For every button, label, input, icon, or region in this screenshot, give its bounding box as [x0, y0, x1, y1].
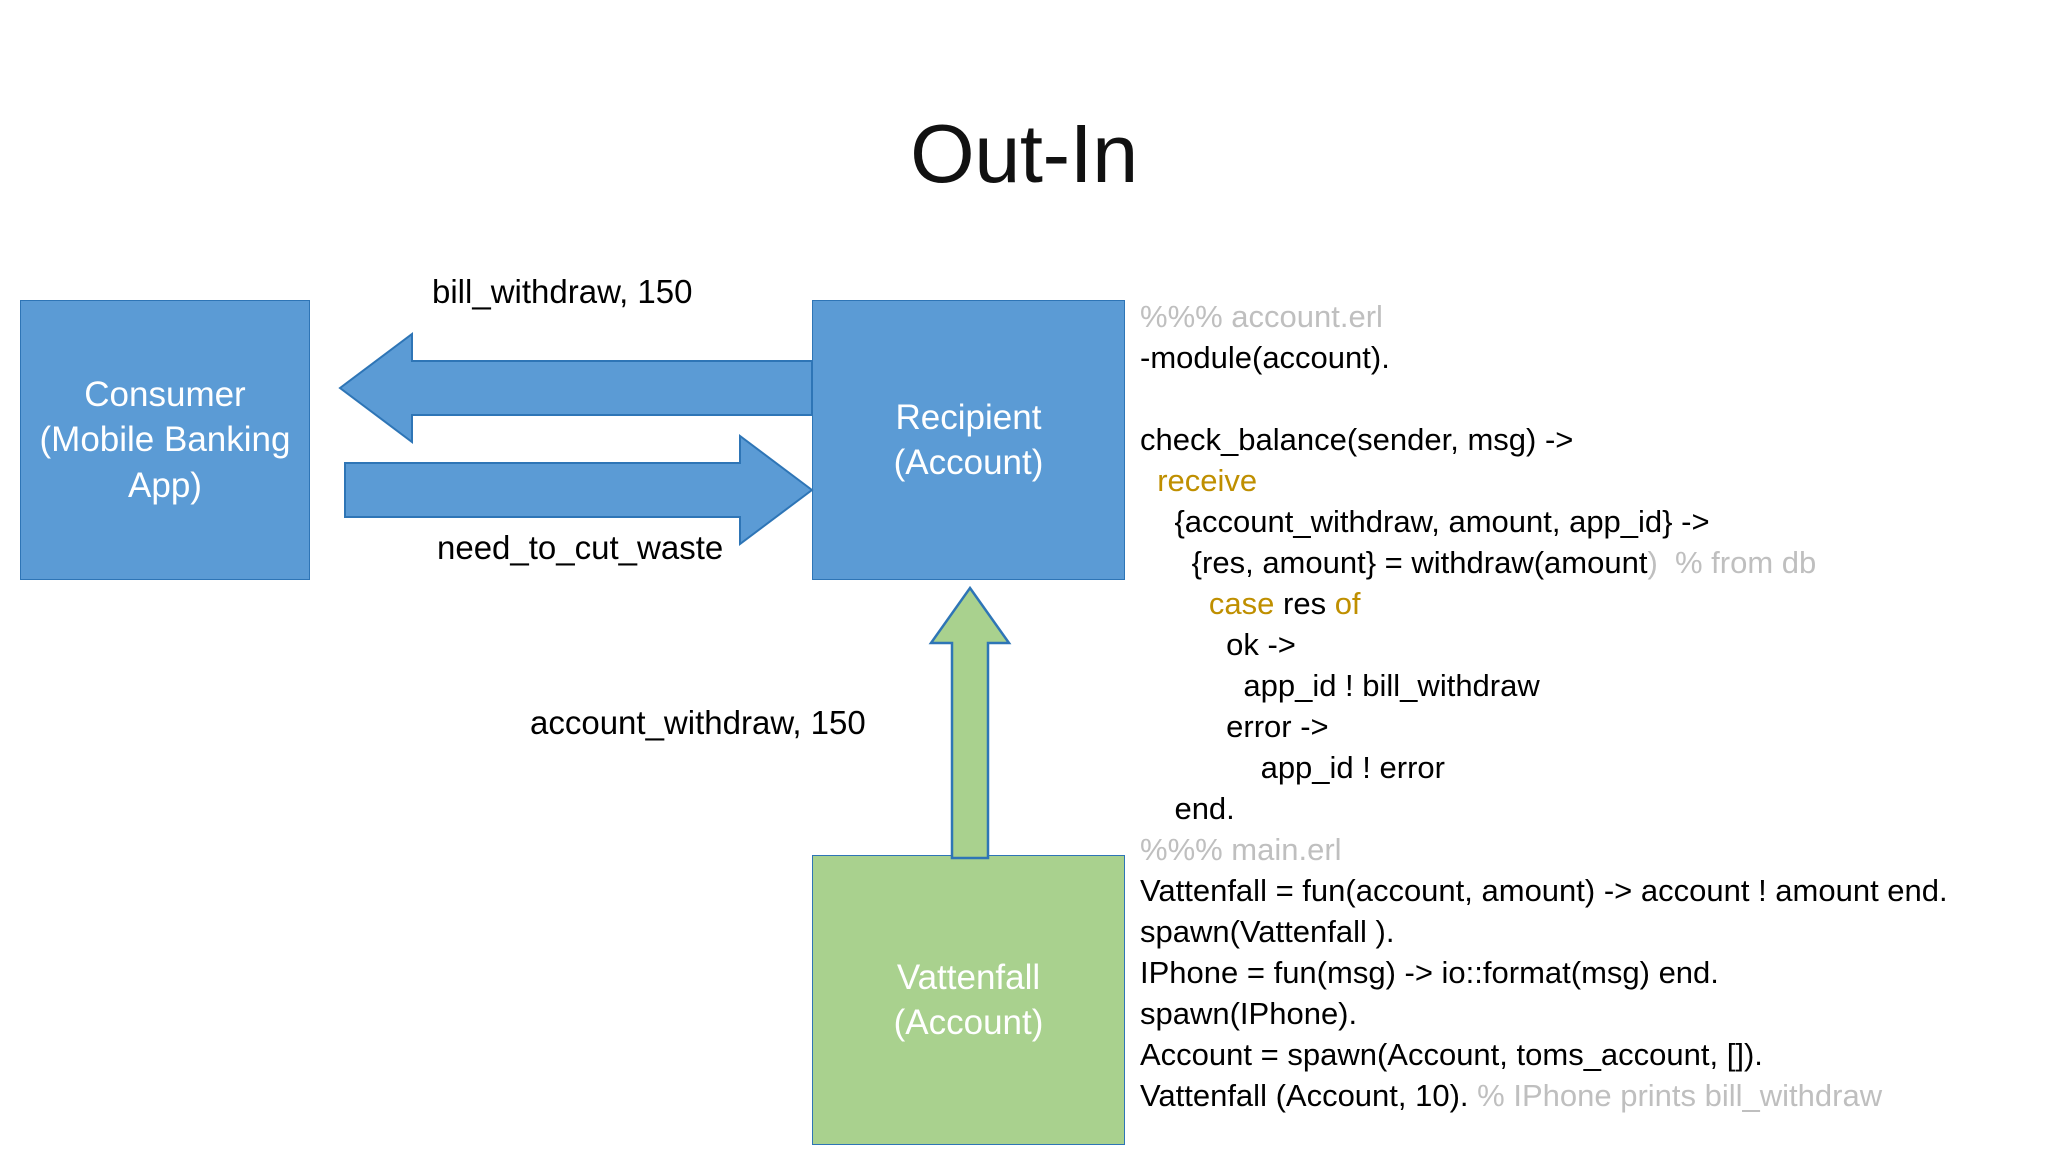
code-comment: %%% account.erl	[1140, 299, 1383, 334]
code-line: spawn(Vattenfall ).	[1140, 911, 2040, 952]
code-line	[1140, 378, 2040, 419]
code-comment: )	[1647, 545, 1658, 580]
arrow-right-need-to-cut-waste-icon	[344, 430, 814, 550]
node-recipient[interactable]: Recipient (Account)	[812, 300, 1125, 580]
arrow-left-bill-withdraw-icon	[338, 328, 813, 448]
code-line: {res, amount} = withdraw(amount) % from …	[1140, 542, 2040, 583]
node-recipient-line-2: (Account)	[893, 443, 1044, 482]
arrow-label-account-withdraw: account_withdraw, 150	[530, 704, 866, 741]
code-comment: % from db	[1657, 545, 1817, 580]
node-consumer[interactable]: Consumer (Mobile Banking App)	[20, 300, 310, 580]
code-line: %%% account.erl	[1140, 296, 2040, 337]
code-text: res	[1283, 586, 1335, 621]
code-line: Account = spawn(Account, toms_account, […	[1140, 1034, 2040, 1075]
code-text: spawn(Vattenfall ).	[1140, 914, 1395, 949]
code-text: app_id ! bill_withdraw	[1140, 668, 1540, 703]
node-consumer-line-2: (Mobile Banking	[39, 420, 291, 460]
code-line: spawn(IPhone).	[1140, 993, 2040, 1034]
code-line: ok ->	[1140, 624, 2040, 665]
code-line: app_id ! error	[1140, 747, 2040, 788]
code-text: IPhone = fun(msg) -> io::format(msg) end…	[1140, 955, 1719, 990]
code-line: Vattenfall = fun(account, amount) -> acc…	[1140, 870, 2040, 911]
code-line: %%% main.erl	[1140, 829, 2040, 870]
code-text: Vattenfall (Account, 10).	[1140, 1078, 1478, 1113]
code-line: {account_withdraw, amount, app_id} ->	[1140, 501, 2040, 542]
page-title: Out-In	[910, 107, 1138, 200]
code-line: error ->	[1140, 706, 2040, 747]
node-consumer-line-1: Consumer	[84, 374, 246, 414]
code-comment: %%% main.erl	[1140, 832, 1342, 867]
arrow-label-need-to-cut-waste: need_to_cut_waste	[437, 529, 724, 566]
code-line: IPhone = fun(msg) -> io::format(msg) end…	[1140, 952, 2040, 993]
code-text: Vattenfall = fun(account, amount) -> acc…	[1140, 873, 1948, 908]
code-line: -module(account).	[1140, 337, 2040, 378]
code-text: Account = spawn(Account, toms_account, […	[1140, 1037, 1763, 1072]
code-text: ok ->	[1140, 627, 1296, 662]
code-keyword: receive	[1140, 463, 1258, 498]
code-line: Vattenfall (Account, 10). % IPhone print…	[1140, 1075, 2040, 1116]
erlang-code-panel: %%% account.erl -module(account). check_ba…	[1140, 296, 2040, 1116]
node-vattenfall-line-1: Vattenfall	[896, 957, 1041, 997]
node-consumer-line-3: App)	[128, 465, 202, 505]
code-text: spawn(IPhone).	[1140, 996, 1358, 1031]
node-vattenfall[interactable]: Vattenfall (Account)	[812, 855, 1125, 1145]
code-text: error ->	[1140, 709, 1329, 744]
arrow-up-account-withdraw-icon	[928, 585, 1012, 860]
code-text: {account_withdraw, amount, app_id} ->	[1140, 504, 1710, 539]
code-text: app_id ! error	[1140, 750, 1445, 785]
code-text: {res, amount} = withdraw(amount	[1140, 545, 1648, 580]
code-comment: % IPhone prints bill_withdraw	[1477, 1078, 1883, 1113]
code-line: app_id ! bill_withdraw	[1140, 665, 2040, 706]
code-keyword: of	[1334, 586, 1361, 621]
code-line: end.	[1140, 788, 2040, 829]
code-line: case res of	[1140, 583, 2040, 624]
node-vattenfall-line-2: (Account)	[893, 1003, 1044, 1042]
code-text: end.	[1140, 791, 1235, 826]
node-recipient-line-1: Recipient	[895, 397, 1042, 437]
code-keyword: case	[1140, 586, 1283, 621]
code-line: check_balance(sender, msg) ->	[1140, 419, 2040, 460]
code-text: check_balance(sender, msg) ->	[1140, 422, 1574, 457]
code-line: receive	[1140, 460, 2040, 501]
arrow-label-bill-withdraw: bill_withdraw, 150	[432, 273, 693, 310]
code-text: -module(account).	[1140, 340, 1390, 375]
